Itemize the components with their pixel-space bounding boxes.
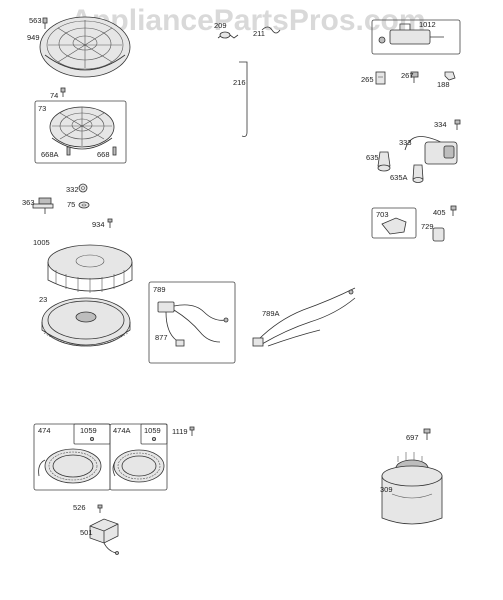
part-1012-bracket-box[interactable] bbox=[371, 19, 461, 55]
label-526: 526 bbox=[73, 503, 86, 512]
label-789a: 789A bbox=[262, 309, 280, 318]
label-635: 635 bbox=[366, 153, 379, 162]
label-333: 333 bbox=[399, 138, 412, 147]
label-265: 265 bbox=[361, 75, 374, 84]
label-563: 563 bbox=[29, 16, 42, 25]
part-211-link[interactable] bbox=[261, 26, 281, 34]
label-332: 332 bbox=[66, 185, 79, 194]
label-188: 188 bbox=[437, 80, 450, 89]
part-333-armature[interactable] bbox=[404, 136, 458, 165]
label-23: 23 bbox=[39, 295, 47, 304]
part-1005-fan[interactable] bbox=[47, 244, 133, 293]
part-526-screw[interactable] bbox=[97, 504, 103, 513]
part-23-flywheel[interactable] bbox=[41, 297, 131, 347]
part-188-clip[interactable] bbox=[444, 71, 456, 81]
label-949: 949 bbox=[27, 33, 40, 42]
part-949-screen[interactable] bbox=[39, 16, 131, 78]
label-668a: 668A bbox=[41, 150, 59, 159]
part-1059-box-b[interactable] bbox=[140, 423, 168, 445]
part-334-screw[interactable] bbox=[454, 119, 461, 130]
part-309-starter[interactable] bbox=[381, 452, 443, 525]
label-697: 697 bbox=[406, 433, 419, 442]
label-877: 877 bbox=[155, 333, 168, 342]
label-216: 216 bbox=[233, 78, 246, 87]
part-405-screw[interactable] bbox=[450, 205, 457, 216]
part-501-rectifier[interactable] bbox=[89, 518, 119, 555]
part-1119-screw[interactable] bbox=[189, 426, 195, 436]
label-474a: 474A bbox=[113, 426, 131, 435]
part-267-bolt[interactable] bbox=[410, 71, 419, 83]
label-1012: 1012 bbox=[419, 20, 436, 29]
label-334: 334 bbox=[434, 120, 447, 129]
watermark: AppliancePartsPros.com bbox=[70, 4, 425, 37]
label-309: 309 bbox=[380, 485, 393, 494]
part-703-bracket-box[interactable] bbox=[371, 207, 417, 239]
label-789: 789 bbox=[153, 285, 166, 294]
label-703: 703 bbox=[376, 210, 389, 219]
label-209: 209 bbox=[214, 21, 227, 30]
part-216-rod[interactable] bbox=[239, 61, 248, 137]
part-789a-harness[interactable] bbox=[252, 287, 356, 347]
label-73: 73 bbox=[38, 104, 46, 113]
label-934: 934 bbox=[92, 220, 105, 229]
part-635a-boot[interactable] bbox=[412, 164, 424, 183]
label-405: 405 bbox=[433, 208, 446, 217]
part-635-boot[interactable] bbox=[377, 151, 391, 172]
label-211: 211 bbox=[253, 29, 265, 38]
label-1119: 1119 bbox=[172, 427, 188, 436]
label-1059-a: 1059 bbox=[80, 426, 97, 435]
label-501: 501 bbox=[80, 528, 93, 537]
label-635a: 635A bbox=[390, 173, 408, 182]
label-1005: 1005 bbox=[33, 238, 50, 247]
part-332-nut[interactable] bbox=[78, 183, 88, 193]
label-267: 267 bbox=[401, 71, 414, 80]
part-934-screw[interactable] bbox=[107, 218, 113, 228]
part-789-harness-box[interactable] bbox=[148, 281, 236, 364]
label-474: 474 bbox=[38, 426, 51, 435]
part-697-bolt[interactable] bbox=[423, 428, 431, 440]
part-209-spring[interactable] bbox=[217, 31, 239, 39]
part-73-screen-box[interactable] bbox=[34, 100, 127, 164]
part-75-washer[interactable] bbox=[78, 201, 90, 209]
label-363: 363 bbox=[22, 198, 35, 207]
label-74: 74 bbox=[50, 91, 58, 100]
part-265[interactable] bbox=[375, 71, 386, 85]
label-729: 729 bbox=[421, 222, 434, 231]
part-729-block[interactable] bbox=[432, 227, 445, 242]
label-75: 75 bbox=[67, 200, 75, 209]
label-668: 668 bbox=[97, 150, 110, 159]
part-563-screw[interactable] bbox=[42, 17, 48, 29]
part-474a-stator-box[interactable] bbox=[109, 423, 168, 491]
part-363-stud[interactable] bbox=[32, 197, 54, 214]
label-1059-b: 1059 bbox=[144, 426, 161, 435]
part-74-screw[interactable] bbox=[60, 87, 66, 97]
